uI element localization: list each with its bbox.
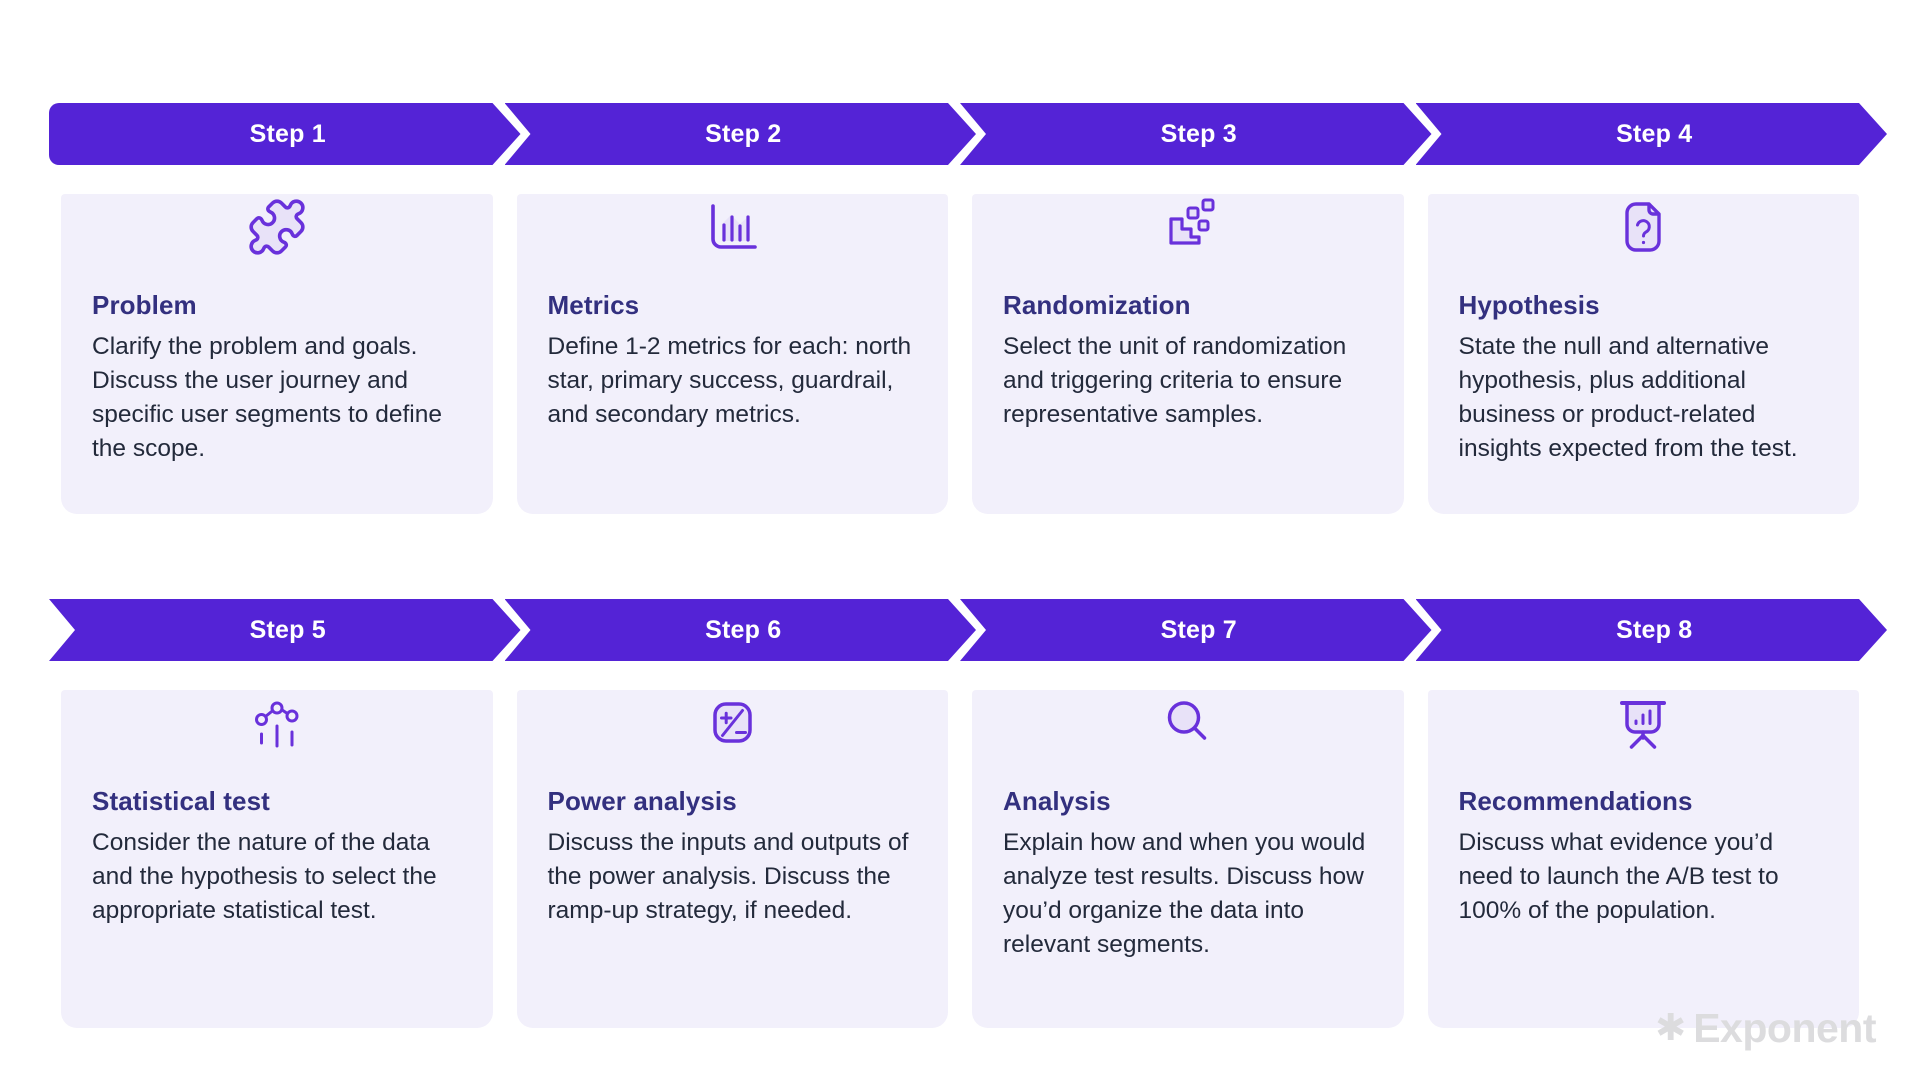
step-2-card: Metrics Define 1-2 metrics for each: nor… (516, 194, 949, 514)
document-question-icon (1428, 194, 1860, 260)
step-7-card: Analysis Explain how and when you would … (972, 690, 1404, 1028)
step-4-title: Hypothesis (1458, 290, 1600, 320)
step-3-label: Step 3 (1160, 119, 1237, 148)
exponent-logo-text: Exponent (1693, 1005, 1876, 1051)
step-1-title: Problem (92, 290, 197, 320)
step-7-title: Analysis (1003, 786, 1111, 816)
step-5-banner: Step 5 (49, 599, 521, 661)
step-1-card: Problem Clarify the problem and goals. D… (61, 194, 493, 514)
puzzle-icon (61, 194, 493, 260)
step-8-column: Step 8 Recommendations Dis (1428, 599, 1860, 1028)
plus-minus-icon (517, 690, 949, 756)
step-2-title: Metrics (547, 290, 640, 320)
step-3-card: Randomization Select the unit of randomi… (972, 194, 1404, 514)
step-2-column: Step 2 Metrics Define 1-2 metrics for ea… (517, 103, 949, 514)
steps-row-1: Step 1 Problem Clarify the problem and g… (61, 103, 1859, 514)
step-6-description: Discuss the inputs and outputs of the po… (547, 829, 909, 924)
exponent-star-icon: ✱ (1655, 1007, 1687, 1048)
step-3-title: Randomization (1003, 290, 1191, 320)
step-4-column: Step 4 Hypothesis State the null and alt… (1428, 103, 1860, 514)
step-2-label: Step 2 (705, 119, 782, 148)
step-8-description: Discuss what evidence you’d need to laun… (1458, 829, 1779, 924)
step-1-column: Step 1 Problem Clarify the problem and g… (61, 103, 493, 514)
step-7-description: Explain how and when you would analyze t… (1003, 829, 1366, 958)
step-8-banner: Step 8 (1416, 599, 1888, 661)
step-5-column: Step 5 Statistical test Co (61, 599, 493, 1028)
step-1-label: Step 1 (249, 119, 326, 148)
step-4-description: State the null and alternative hypothesi… (1458, 333, 1798, 462)
step-4-banner: Step 4 (1416, 103, 1888, 165)
step-5-card: Statistical test Consider the nature of … (61, 690, 493, 1028)
step-3-description: Select the unit of randomization and tri… (1003, 333, 1347, 428)
step-3-column: Step 3 Randomization Select the unit of … (972, 103, 1404, 514)
randomize-icon (972, 194, 1404, 260)
step-6-title: Power analysis (547, 786, 737, 816)
step-4-card: Hypothesis State the null and alternativ… (1427, 194, 1860, 514)
step-6-banner: Step 6 (505, 599, 977, 661)
step-2-description: Define 1-2 metrics for each: north star,… (547, 333, 912, 428)
step-6-column: Step 6 Power analysis Discuss the inputs… (517, 599, 949, 1028)
step-1-description: Clarify the problem and goals. Discuss t… (92, 333, 442, 462)
step-5-title: Statistical test (92, 786, 270, 816)
bar-chart-icon (517, 194, 949, 260)
step-1-banner: Step 1 (49, 103, 521, 165)
steps-row-2: Step 5 Statistical test Co (61, 599, 1859, 1028)
step-7-column: Step 7 Analysis Explain how and when you… (972, 599, 1404, 1028)
step-8-label: Step 8 (1616, 615, 1693, 644)
line-chart-icon (61, 690, 493, 756)
step-5-label: Step 5 (249, 615, 326, 644)
step-7-banner: Step 7 (960, 599, 1432, 661)
exponent-logo: ✱ Exponent (1655, 1005, 1876, 1052)
presentation-icon (1428, 690, 1860, 756)
step-8-title: Recommendations (1458, 786, 1693, 816)
step-7-label: Step 7 (1160, 615, 1237, 644)
step-8-card: Recommendations Discuss what evidence yo… (1427, 690, 1860, 1028)
magnifier-icon (972, 690, 1404, 756)
step-3-banner: Step 3 (960, 103, 1432, 165)
step-6-label: Step 6 (705, 615, 782, 644)
step-4-label: Step 4 (1616, 119, 1693, 148)
step-5-description: Consider the nature of the data and the … (92, 829, 437, 924)
step-6-card: Power analysis Discuss the inputs and ou… (516, 690, 949, 1028)
step-2-banner: Step 2 (505, 103, 977, 165)
